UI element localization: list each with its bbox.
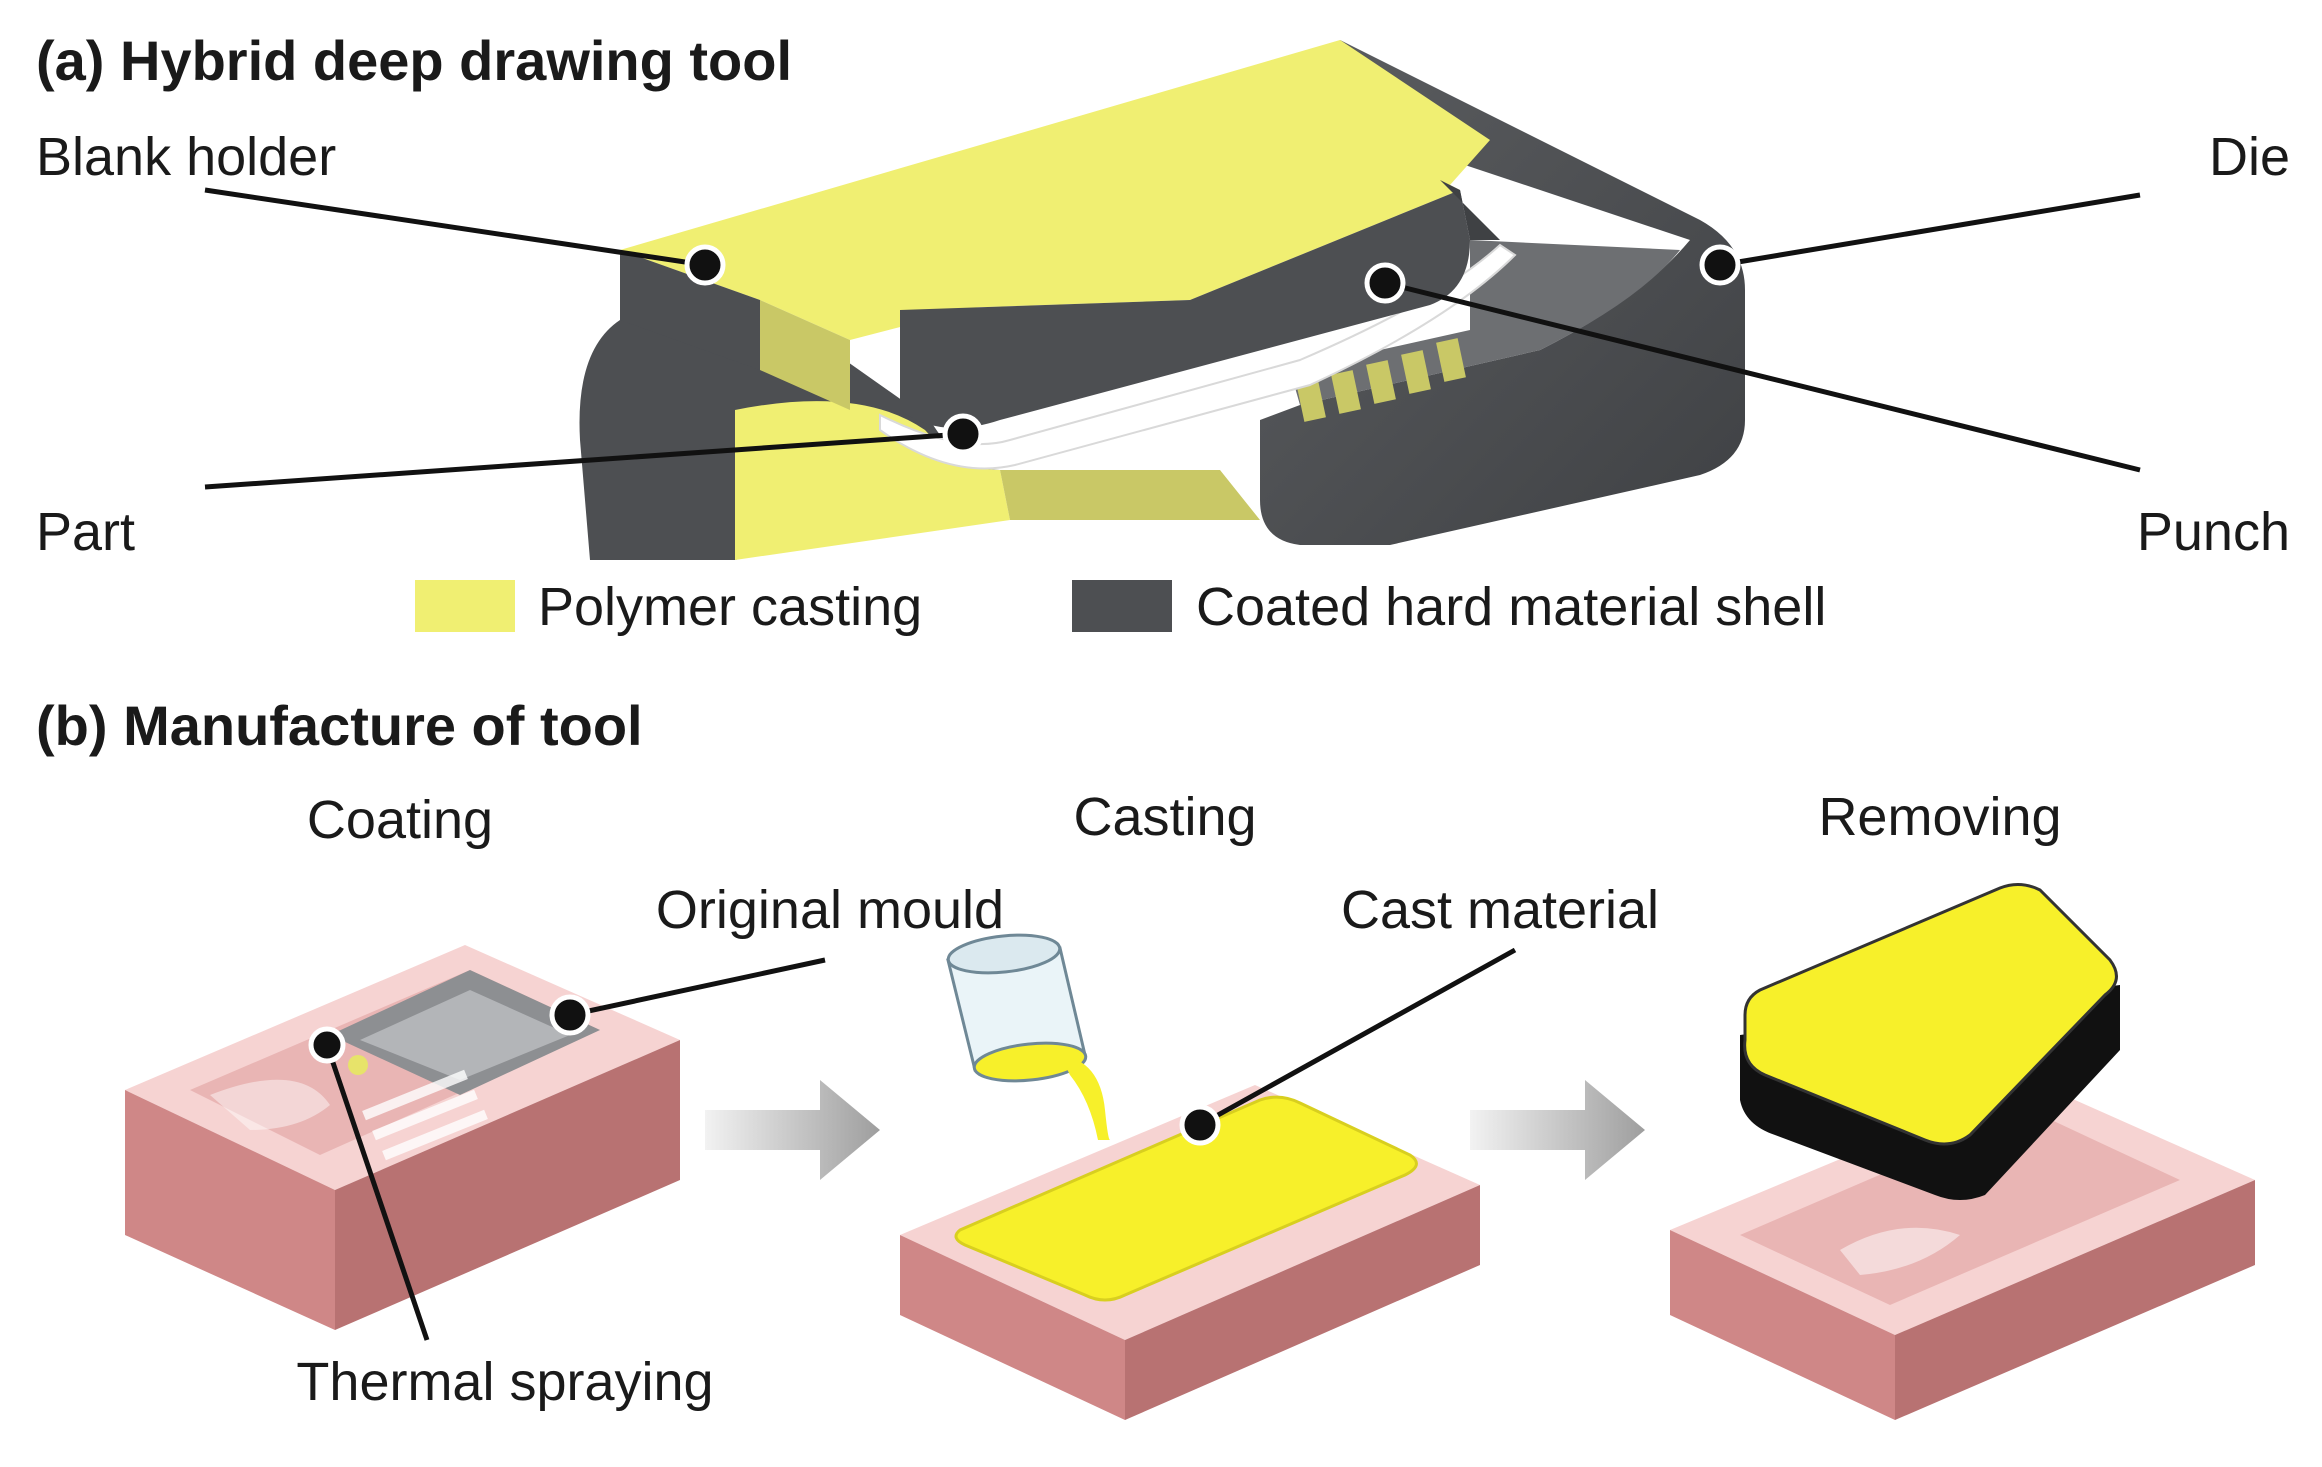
dot-original-mould [549, 994, 591, 1036]
legend-swatch-shell [1072, 580, 1172, 632]
leader-die [1719, 192, 2141, 268]
panel-b-leaders [308, 947, 1517, 1341]
part-sheet [879, 243, 1517, 470]
die-left-polymer [735, 401, 1010, 560]
cast-material-fill [954, 1095, 1418, 1302]
legend-label-polymer: Polymer casting [538, 577, 922, 637]
legend-swatch-polymer [415, 580, 515, 632]
die-left-polymer-shade [1000, 470, 1260, 520]
mould-removing [1670, 1080, 2255, 1420]
spray-particles [348, 1055, 368, 1075]
punch-front [900, 190, 1470, 428]
label-part: Part [36, 502, 135, 562]
label-cast-material: Cast material [1341, 880, 1659, 940]
dot-blank-holder [684, 244, 726, 286]
leader-original-mould [569, 957, 826, 1018]
legend: Polymer casting Coated hard material she… [415, 577, 1826, 637]
cast-block [1740, 883, 2120, 1200]
panel-a-heading: (a) Hybrid deep drawing tool [36, 29, 792, 92]
blank-holder-top [620, 40, 1490, 340]
dot-thermal-spraying [308, 1026, 346, 1064]
process-arrow-1 [705, 1080, 880, 1180]
leader-part [204, 431, 964, 490]
panel-a-leaders [204, 187, 2141, 490]
label-die: Die [2209, 127, 2290, 187]
dot-cast-material [1179, 1104, 1221, 1146]
hybrid-tool-illustration [579, 40, 1745, 560]
legend-label-shell: Coated hard material shell [1196, 577, 1826, 637]
mould-casting [900, 1085, 1480, 1420]
dot-punch [1364, 262, 1406, 304]
label-thermal-spraying: Thermal spraying [296, 1352, 713, 1412]
step-removing: Removing [1818, 787, 2061, 847]
dot-die [1699, 244, 1741, 286]
blank-holder-side [620, 250, 760, 370]
leader-punch [1384, 280, 2141, 473]
label-original-mould: Original mould [656, 880, 1004, 940]
punch-top [850, 180, 1460, 310]
die-body [1260, 40, 1745, 545]
leader-cast-material [1198, 947, 1517, 1128]
step-coating: Coating [307, 790, 493, 850]
blank-holder-side-poly [760, 300, 850, 410]
pouring-cup [946, 933, 1110, 1140]
die-stripes [1296, 338, 1466, 422]
process-arrow-2 [1470, 1080, 1645, 1180]
mould-coating [125, 945, 680, 1330]
leader-thermal-spraying [324, 1044, 430, 1341]
punch-right-face [1440, 180, 1500, 240]
step-casting: Casting [1073, 787, 1256, 847]
dot-part [942, 413, 984, 455]
leader-blank-holder [204, 187, 706, 268]
label-blank-holder: Blank holder [36, 127, 336, 187]
panel-b-heading: (b) Manufacture of tool [36, 694, 643, 757]
label-punch: Punch [2137, 502, 2290, 562]
